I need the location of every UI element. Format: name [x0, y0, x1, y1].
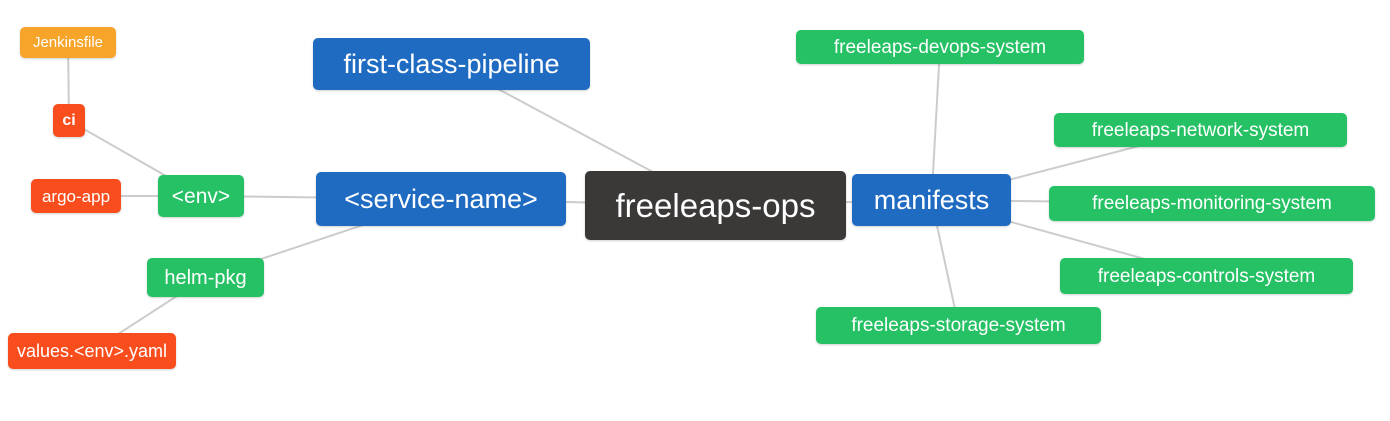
node-jenkinsfile[interactable]: Jenkinsfile	[20, 27, 116, 58]
node-freeleaps-controls-system[interactable]: freeleaps-controls-system	[1060, 258, 1353, 294]
node-freeleaps-devops-system[interactable]: freeleaps-devops-system	[796, 30, 1084, 64]
node-label: argo-app	[41, 186, 111, 206]
node-label: freeleaps-monitoring-system	[1092, 193, 1332, 214]
node-freeleaps-ops[interactable]: freeleaps-ops	[585, 171, 846, 240]
node-helm-pkg[interactable]: helm-pkg	[147, 258, 264, 297]
node-label: freeleaps-ops	[615, 187, 816, 224]
node-label: <env>	[171, 184, 231, 208]
node-freeleaps-network-system[interactable]: freeleaps-network-system	[1054, 113, 1347, 147]
node-label: values.<env>.yaml	[16, 341, 168, 361]
node-env[interactable]: <env>	[158, 175, 244, 217]
node-freeleaps-monitoring-system[interactable]: freeleaps-monitoring-system	[1049, 186, 1375, 221]
node-manifests[interactable]: manifests	[852, 174, 1011, 226]
node-label: <service-name>	[344, 183, 538, 214]
node-label: freeleaps-controls-system	[1097, 265, 1316, 287]
node-label: freeleaps-network-system	[1091, 119, 1310, 141]
node-label: freeleaps-devops-system	[833, 36, 1047, 58]
node-freeleaps-storage-system[interactable]: freeleaps-storage-system	[816, 307, 1101, 344]
node-values-env-yaml[interactable]: values.<env>.yaml	[8, 333, 176, 369]
node-service-name[interactable]: <service-name>	[316, 172, 566, 226]
node-ci[interactable]: ci	[53, 104, 85, 137]
node-label: freeleaps-storage-system	[851, 315, 1066, 336]
node-argo-app[interactable]: argo-app	[31, 179, 121, 213]
node-first-class-pipeline[interactable]: first-class-pipeline	[313, 38, 590, 90]
node-label: Jenkinsfile	[32, 34, 104, 51]
node-label: helm-pkg	[164, 266, 247, 289]
node-label: manifests	[873, 184, 990, 215]
node-label: ci	[62, 111, 76, 129]
node-label: first-class-pipeline	[343, 48, 560, 79]
